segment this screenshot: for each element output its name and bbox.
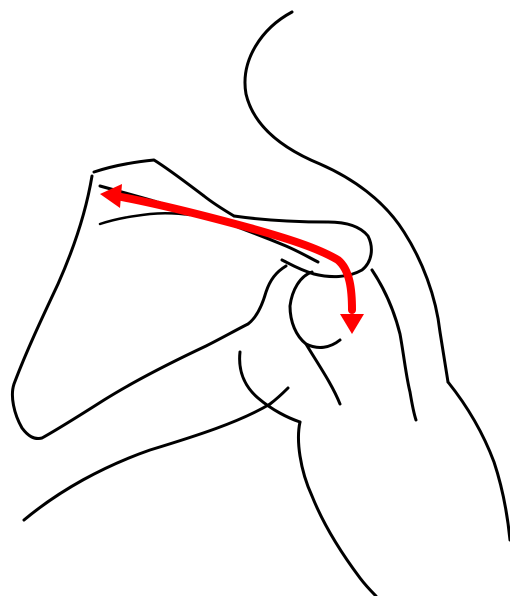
motion-arrow xyxy=(100,184,364,334)
arrow-head-down xyxy=(340,314,364,334)
humeral-neck xyxy=(372,270,416,420)
axilla-contour xyxy=(24,388,288,520)
arm-front-contour xyxy=(299,422,377,596)
arm-inner-contour xyxy=(240,352,300,422)
humerus-front xyxy=(306,344,340,404)
humeral-head xyxy=(290,272,340,347)
neck-contour xyxy=(245,12,448,382)
upper-arm-outer-contour xyxy=(448,382,510,540)
anatomy-outline xyxy=(12,12,510,596)
